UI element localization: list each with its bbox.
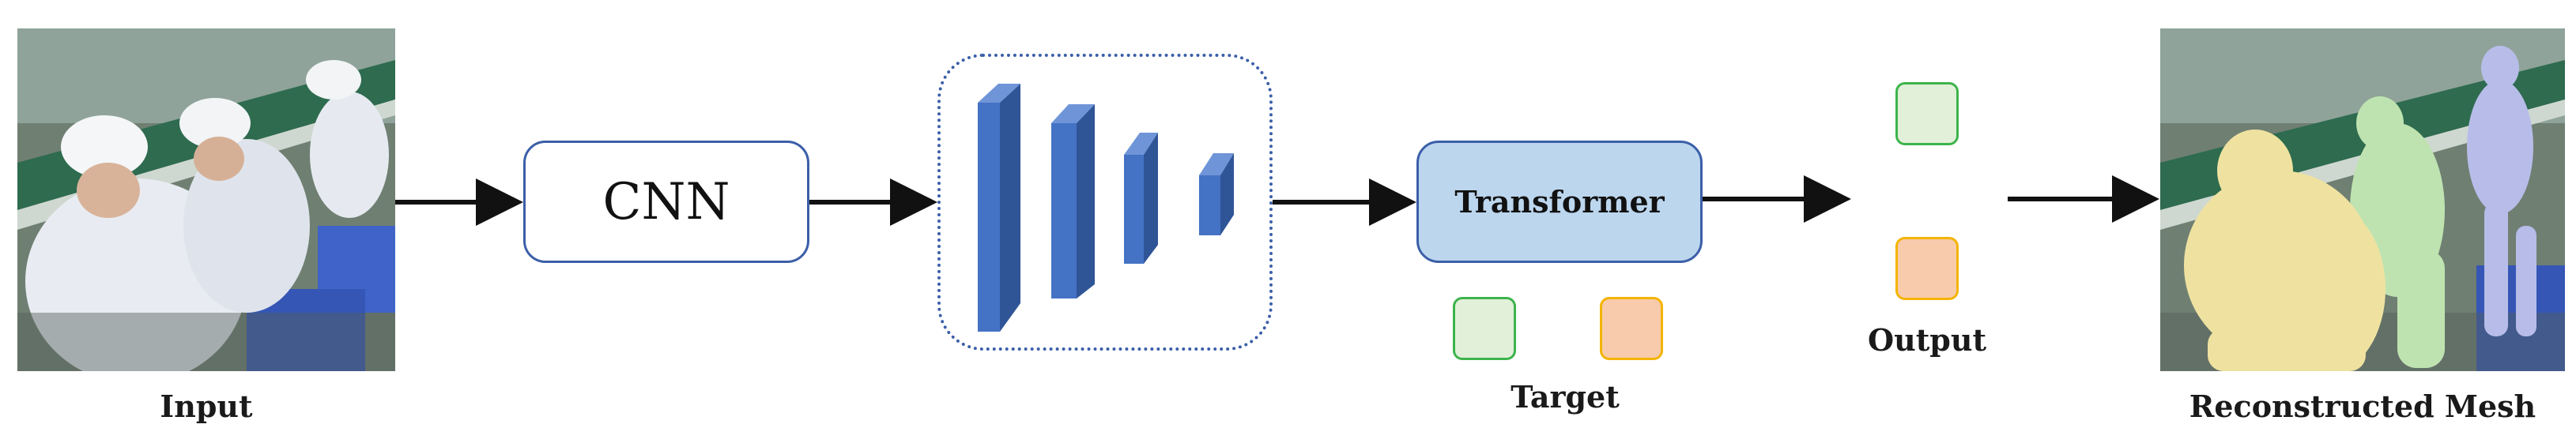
cnn-label: CNN <box>602 172 730 231</box>
feature-map-1 <box>978 84 1020 332</box>
output-token-orange <box>1895 237 1959 300</box>
target-token-green <box>1453 297 1516 360</box>
target-token-orange <box>1600 297 1663 360</box>
feature-map-3 <box>1124 133 1158 264</box>
input-image <box>17 28 395 371</box>
mesh-scene-illustration <box>2160 28 2565 371</box>
feature-maps <box>978 84 1234 332</box>
reconstructed-mesh-label: Reconstructed Mesh <box>2189 389 2536 424</box>
feature-map-2 <box>1051 104 1095 298</box>
output-label: Output <box>1867 322 1987 358</box>
mesh-figure-yellow <box>2184 130 2386 371</box>
mesh-figure-blue <box>2467 46 2536 336</box>
output-token-green <box>1895 82 1959 145</box>
transformer-label: Transformer <box>1454 184 1665 220</box>
input-scene-illustration <box>17 28 395 371</box>
input-label: Input <box>160 389 253 424</box>
feature-map-4 <box>1199 153 1234 235</box>
cnn-box: CNN <box>523 141 809 263</box>
target-label: Target <box>1511 379 1620 415</box>
reconstructed-mesh-image <box>2160 28 2565 371</box>
transformer-box: Transformer <box>1416 141 1703 263</box>
